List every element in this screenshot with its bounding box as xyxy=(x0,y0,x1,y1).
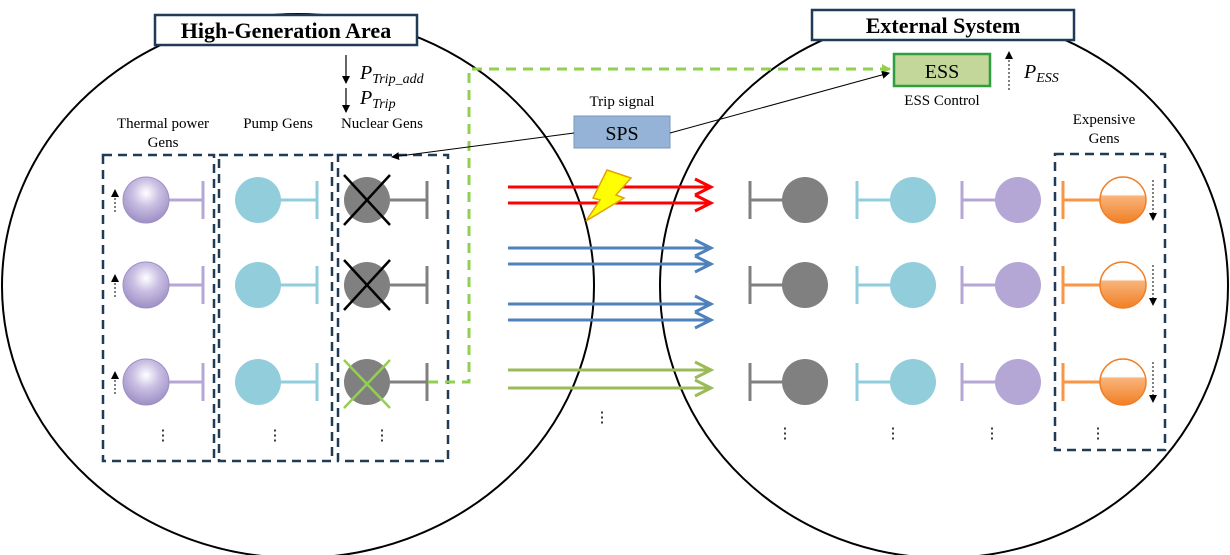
nuclear-label: Nuclear Gens xyxy=(341,116,423,132)
expensive-gen-2 xyxy=(1061,261,1157,309)
expensive-gen-1 xyxy=(1061,176,1157,224)
ext-thermal-gen-2 xyxy=(960,262,1041,308)
ext-thermal-gen-1 xyxy=(960,177,1041,223)
pump-gen-3 xyxy=(235,359,319,405)
thermal-gen-1 xyxy=(111,176,205,224)
thermal-label-line1: Thermal power xyxy=(117,116,209,132)
ess-box: ESS xyxy=(892,52,992,88)
cross-icon xyxy=(343,359,391,409)
left-area-title-box: High-Generation Area xyxy=(153,13,419,47)
ess-control-label: ESS Control xyxy=(904,93,979,109)
p-trip-add-label: PTrip_add xyxy=(359,62,425,87)
ext-pump-ellipsis: ⋮ xyxy=(886,426,901,442)
nuclear-gen-1 xyxy=(343,174,429,226)
nuclear-ellipsis: ⋮ xyxy=(375,428,390,444)
nuclear-gen-3 xyxy=(343,359,429,409)
ext-thermal-ellipsis: ⋮ xyxy=(985,426,1000,442)
sps-label: SPS xyxy=(605,123,638,145)
p-trip-label: PTrip xyxy=(359,87,396,112)
thermal-gen-2 xyxy=(111,261,205,309)
pump-gen-1 xyxy=(235,177,319,223)
cross-icon xyxy=(343,174,391,226)
sps-to-nuclear-line xyxy=(391,132,575,161)
nuclear-gens-box xyxy=(336,153,450,463)
expensive-gen-3 xyxy=(1061,358,1157,406)
ext-thermal-gen-3 xyxy=(960,359,1041,405)
expensive-label-line1: Expensive xyxy=(1073,112,1136,128)
thermal-label-line2: Gens xyxy=(148,135,179,151)
thermal-gens-box xyxy=(101,153,216,463)
sps-box: SPS xyxy=(573,115,671,149)
expensive-ellipsis: ⋮ xyxy=(1091,426,1106,442)
right-area-title: External System xyxy=(866,13,1021,38)
cross-icon xyxy=(343,259,391,311)
ess-trigger-dashed-line xyxy=(428,64,891,384)
nuclear-gen-2 xyxy=(343,259,429,311)
left-area-title: High-Generation Area xyxy=(181,18,391,43)
p-ess-label: PESS xyxy=(1023,61,1059,86)
ext-gray-gen-1 xyxy=(748,177,828,223)
right-area-title-box: External System xyxy=(810,8,1076,42)
pump-label: Pump Gens xyxy=(243,116,313,132)
pump-gen-2 xyxy=(235,262,319,308)
ess-label: ESS xyxy=(925,61,959,83)
pump-ellipsis: ⋮ xyxy=(268,428,283,444)
ext-pump-gen-1 xyxy=(855,177,936,223)
thermal-gen-3 xyxy=(111,358,205,406)
ext-pump-gen-3 xyxy=(855,359,936,405)
ext-gray-gen-2 xyxy=(748,262,828,308)
expensive-gens-box xyxy=(1053,152,1167,452)
green-tie-lines xyxy=(508,360,715,398)
ext-gray-gen-3 xyxy=(748,359,828,405)
ext-pump-gen-2 xyxy=(855,262,936,308)
trip-signal-label: Trip signal xyxy=(590,94,655,110)
ext-gray-ellipsis: ⋮ xyxy=(778,426,793,442)
lightning-icon xyxy=(585,169,633,222)
sps-to-ess-line xyxy=(669,70,890,134)
tie-line-ellipsis: ⋮ xyxy=(595,410,610,426)
blue-tie-lines-2 xyxy=(508,294,715,330)
thermal-ellipsis: ⋮ xyxy=(156,428,171,444)
expensive-label-line2: Gens xyxy=(1089,131,1120,147)
blue-tie-lines-1 xyxy=(508,238,715,274)
